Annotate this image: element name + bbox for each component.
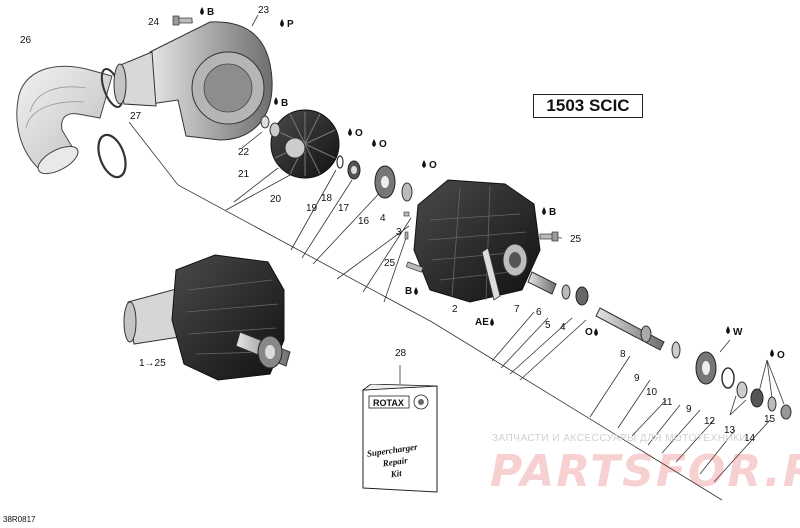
callout-1-25: 1→25 — [139, 358, 166, 369]
callout-labels: 24 23 26 27 22 21 20 19 18 17 16 4 3 25 … — [20, 5, 776, 444]
lube-b-22: B — [274, 97, 288, 109]
kit-title-3: Kit — [389, 468, 403, 480]
svg-text:O: O — [585, 327, 593, 338]
callout-6: 6 — [536, 307, 542, 318]
callout-7: 7 — [514, 304, 520, 315]
svg-text:B: B — [281, 98, 288, 109]
nut-15 — [780, 404, 792, 420]
callout-16: 16 — [358, 216, 370, 227]
callout-25b: 25 — [384, 258, 396, 269]
callout-9a: 9 — [634, 373, 640, 384]
model-label: 1503 SCIC — [533, 94, 643, 118]
bearing-18 — [347, 160, 361, 180]
lube-w-10: W — [726, 326, 743, 338]
callout-12: 12 — [704, 416, 716, 427]
callout-25a: 25 — [570, 234, 582, 245]
callout-9b: 9 — [686, 404, 692, 415]
lube-b-25b: B — [405, 286, 418, 297]
callout-22: 22 — [238, 147, 250, 158]
callout-24: 24 — [148, 17, 160, 28]
svg-text:O: O — [355, 128, 363, 139]
kit-brand: ROTAX — [373, 398, 404, 408]
bearing-5 — [575, 286, 589, 306]
lube-ae-7: AE — [475, 317, 494, 328]
callout-21: 21 — [238, 169, 250, 180]
intake-hose — [16, 65, 113, 175]
ring-6 — [561, 284, 571, 300]
svg-text:B: B — [405, 286, 412, 297]
supercharger-assembly — [123, 254, 291, 381]
svg-text:AE: AE — [475, 317, 489, 328]
lube-b-25a: B — [542, 207, 556, 218]
callout-26: 26 — [20, 35, 32, 46]
lube-o-17: O — [372, 139, 387, 150]
callout-2: 2 — [452, 304, 458, 315]
svg-text:W: W — [733, 327, 743, 338]
callout-17: 17 — [338, 203, 350, 214]
callout-28: 28 — [395, 348, 407, 359]
lubricant-markers: B P B O O O B B AE O W O — [200, 7, 785, 361]
svg-text:B: B — [207, 7, 214, 18]
ring-19 — [336, 155, 344, 169]
repair-kit: ROTAX Supercharger Repair Kit — [361, 384, 438, 493]
svg-text:O: O — [379, 139, 387, 150]
callout-8: 8 — [620, 349, 626, 360]
svg-text:O: O — [777, 350, 785, 361]
shaft-8 — [595, 307, 665, 351]
callout-15: 15 — [764, 414, 776, 425]
leader-lines — [128, 14, 785, 501]
callout-10: 10 — [646, 387, 658, 398]
lube-p-23: P — [280, 19, 294, 30]
callout-5: 5 — [545, 320, 551, 331]
bearing-13 — [750, 388, 764, 408]
impeller — [270, 109, 340, 179]
lube-o-18: O — [348, 128, 363, 139]
callout-4: 4 — [380, 213, 386, 224]
callout-23: 23 — [258, 5, 270, 16]
compressor-cover — [113, 21, 273, 141]
callout-11: 11 — [662, 397, 673, 408]
washer-22 — [260, 115, 281, 138]
svg-text:P: P — [287, 19, 294, 30]
watermark-tagline: ЗАПЧАСТИ И АКСЕССУАРЫ ДЛЯ МОТОТЕХНИКИ — [492, 433, 748, 444]
washer-16 — [401, 182, 413, 202]
washer-9 — [671, 341, 681, 359]
spring-11 — [721, 367, 735, 389]
watermark-logo: PARTSFOR.RU — [490, 446, 800, 497]
bolt-24 — [172, 15, 193, 26]
callout-20: 20 — [270, 194, 282, 205]
callout-27: 27 — [130, 111, 142, 122]
callout-4b: 4 — [560, 322, 566, 333]
callout-18: 18 — [321, 193, 333, 204]
bolt-25-lower — [405, 261, 424, 273]
svg-text:B: B — [549, 207, 556, 218]
svg-text:O: O — [429, 160, 437, 171]
lube-o-8: O — [585, 327, 598, 338]
callout-13: 13 — [724, 425, 736, 436]
lube-b-24: B — [200, 7, 214, 18]
bolt-25 — [539, 231, 559, 242]
lube-o-13: O — [770, 349, 785, 361]
callout-14: 14 — [744, 433, 756, 444]
supercharger-housing — [413, 179, 541, 303]
gear-10 — [695, 351, 717, 385]
lube-o-16: O — [422, 160, 437, 171]
gear-17 — [374, 165, 396, 199]
diagram-code: 38R0817 — [3, 515, 36, 524]
callout-3: 3 — [396, 227, 402, 238]
callout-19: 19 — [306, 203, 318, 214]
ring-14 — [767, 396, 777, 412]
washer-12 — [736, 381, 748, 399]
kit-title-2: Repair — [381, 455, 409, 469]
pin-4-3 — [403, 211, 410, 240]
sleeve-7 — [527, 271, 557, 295]
